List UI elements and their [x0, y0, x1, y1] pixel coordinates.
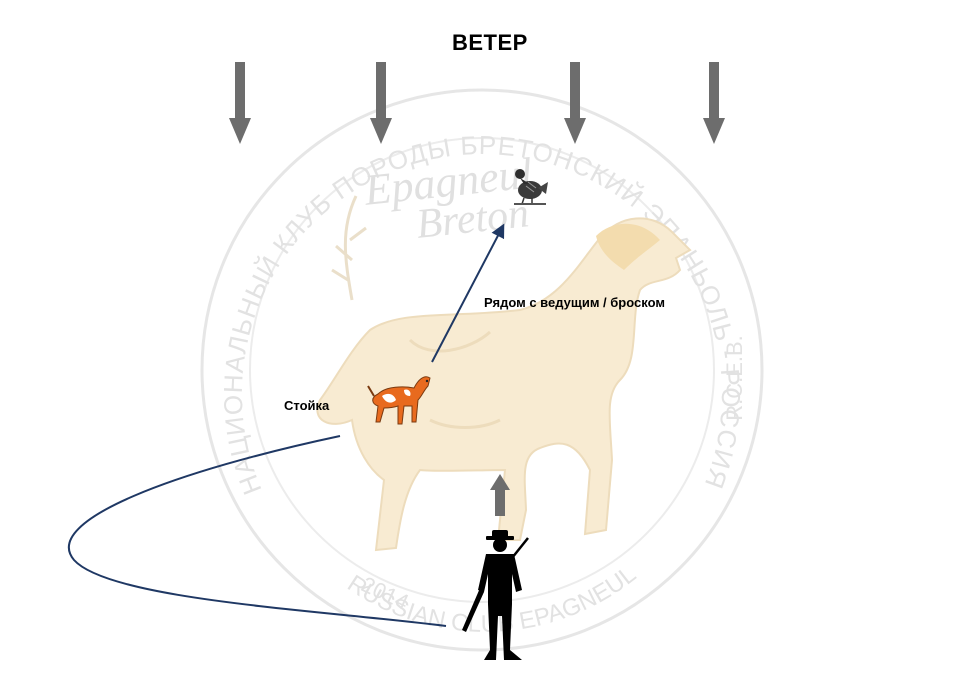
hunter-silhouette-icon: [462, 530, 529, 660]
label-point: Стойка: [284, 398, 330, 413]
up-arrow-icon: [490, 474, 510, 516]
watermark-dog-illustration: [316, 217, 692, 552]
approach-arrow: [431, 223, 505, 363]
down-arrow-icon: [703, 62, 725, 144]
down-arrow-icon: [229, 62, 251, 144]
down-arrow-icon: [370, 62, 392, 144]
watermark-sprig: [331, 195, 367, 301]
down-arrow-icon: [564, 62, 586, 144]
watermark-ring-text-right: R.C.E.B.: [722, 335, 747, 421]
brittany-spaniel-icon: [367, 376, 431, 425]
wind-arrows: [229, 62, 725, 144]
grouse-icon: [514, 169, 548, 205]
watermark-ring-inner: [249, 137, 715, 603]
watermark-ring-outer: [200, 88, 764, 652]
diagram-title: ВЕТЕР: [452, 30, 528, 55]
cast-path: [67, 435, 447, 627]
label-beside-handler: Рядом с ведущим / броском: [484, 295, 665, 310]
